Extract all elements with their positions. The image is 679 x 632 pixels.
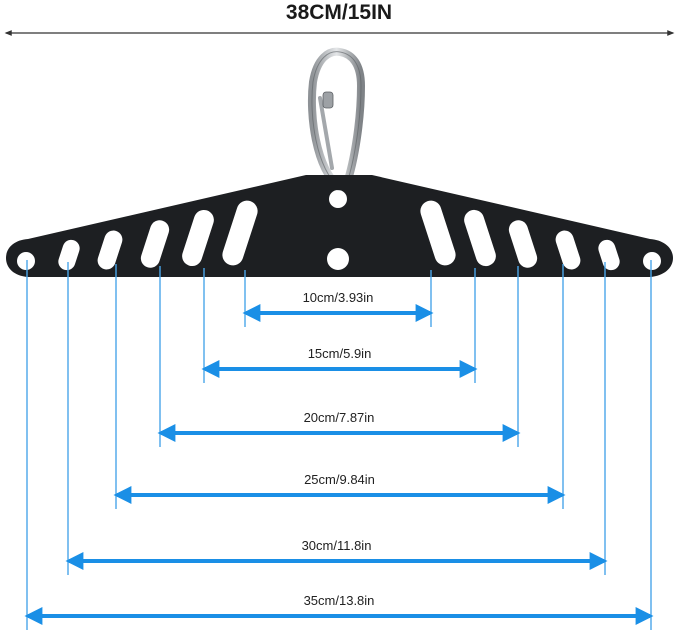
dimension-label-35cm: 35cm/13.8in (304, 593, 375, 608)
dimension-label-20cm: 20cm/7.87in (304, 410, 375, 425)
dimension-label-10cm: 10cm/3.93in (303, 290, 374, 305)
dimension-label-25cm: 25cm/9.84in (304, 472, 375, 487)
dimension-label-15cm: 15cm/5.9in (308, 346, 372, 361)
overall-width-label: 38CM/15IN (286, 1, 392, 24)
dimension-arrows: 10cm/3.93in 15cm/5.9in 20cm/7.87in 25cm/9.8… (24, 290, 654, 625)
dimension-label-30cm: 30cm/11.8in (302, 538, 372, 553)
dimension-guides (26, 260, 652, 630)
triangle-handle-bar (6, 175, 673, 277)
carabiner-icon (307, 47, 366, 191)
